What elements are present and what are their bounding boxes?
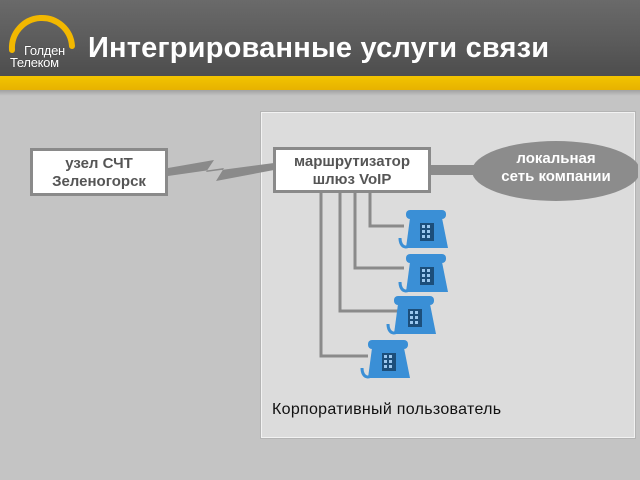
lan-ellipse <box>472 141 638 201</box>
lan-connector <box>430 165 474 175</box>
lightning-link-icon <box>168 160 274 181</box>
desk-phone-icon <box>398 210 448 249</box>
router-box-line2: шлюз VoIP <box>312 171 392 188</box>
golden-telecom-logo <box>8 14 75 53</box>
logo-text-line2: Телеком <box>10 55 59 70</box>
lan-label-line1: локальная <box>516 150 596 167</box>
wire-phone-2 <box>353 193 404 270</box>
lan-label: локальная сеть компании <box>486 150 626 186</box>
lan-label-line2: сеть компании <box>501 168 611 185</box>
node-box: узел СЧТ Зеленогорск <box>30 148 168 196</box>
desk-phone-icon <box>386 296 436 335</box>
stripe-shadow <box>0 90 640 96</box>
header-bar: Голден Телеком Интегрированные услуги св… <box>0 0 640 76</box>
desk-phone-icon <box>398 254 448 293</box>
router-box: маршрутизатор шлюз VoIP <box>273 147 431 193</box>
page-title: Интегрированные услуги связи <box>88 32 550 64</box>
node-box-line2: Зеленогорск <box>52 173 146 190</box>
wire-phone-3 <box>338 193 398 313</box>
corporate-user-caption: Корпоративный пользователь <box>272 401 502 418</box>
router-box-line1: маршрутизатор <box>293 153 411 170</box>
accent-stripe <box>0 76 640 90</box>
desk-phone-icon <box>360 340 410 379</box>
wire-phone-1 <box>368 193 404 228</box>
node-box-line1: узел СЧТ <box>65 155 133 172</box>
wire-phone-4 <box>319 193 368 358</box>
logo-text-line1: Голден <box>24 43 65 58</box>
